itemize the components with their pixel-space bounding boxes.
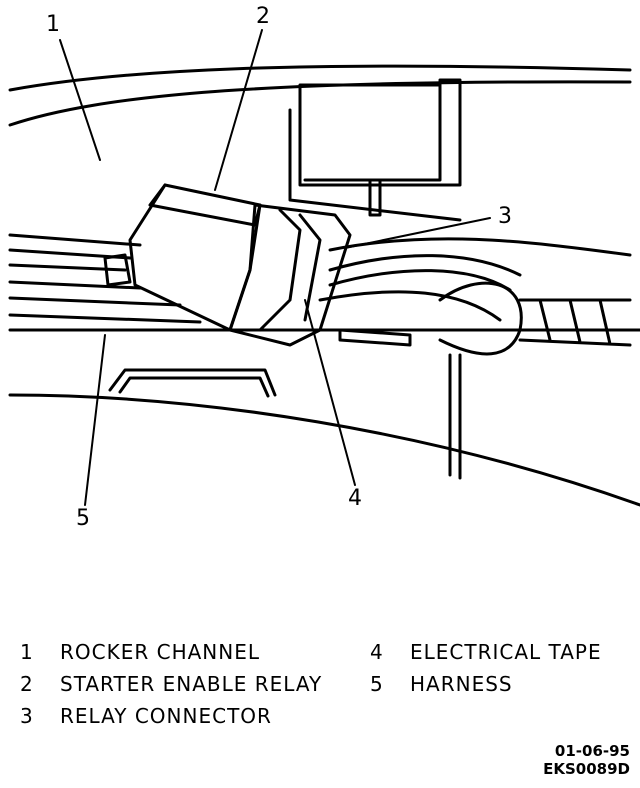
tape-band xyxy=(258,208,302,332)
relay-connector xyxy=(228,203,352,347)
relay-top xyxy=(148,183,262,227)
leader-line-2 xyxy=(214,29,263,191)
legend-number: 5 xyxy=(370,672,384,696)
leader-line-3 xyxy=(344,217,491,249)
figure-date: 01-06-95 xyxy=(554,742,630,760)
legend-number: 1 xyxy=(20,640,34,664)
legend-label: HARNESS xyxy=(410,672,513,696)
harness-line xyxy=(8,233,142,247)
harness-loop xyxy=(438,281,523,356)
rocker-channel-curve-outer xyxy=(8,64,632,92)
harness-line xyxy=(318,290,502,322)
relay-body xyxy=(128,183,262,332)
harness-line xyxy=(328,254,522,277)
connector-latch xyxy=(103,253,132,287)
rocker-channel-curve-inner xyxy=(8,80,632,127)
harness-line xyxy=(8,280,142,290)
legend-number: 3 xyxy=(20,704,34,728)
relay-location-illustration xyxy=(8,29,640,507)
callout-2: 2 xyxy=(256,4,270,29)
bracket-stud xyxy=(368,178,382,217)
leader-line-1 xyxy=(59,39,101,161)
handle xyxy=(108,368,277,398)
harness-line xyxy=(8,313,202,324)
floor-line-lower xyxy=(8,393,640,507)
callout-1: 1 xyxy=(46,12,60,37)
callout-3: 3 xyxy=(498,204,512,229)
tape-band xyxy=(298,213,322,322)
harness-wrap xyxy=(518,298,632,347)
legend-label: ELECTRICAL TAPE xyxy=(410,640,602,664)
leader-line-4 xyxy=(304,299,356,486)
legend-label: RELAY CONNECTOR xyxy=(60,704,272,728)
clip xyxy=(338,328,412,347)
callout-4: 4 xyxy=(348,486,362,511)
harness-line xyxy=(328,269,512,292)
legend-label: ROCKER CHANNEL xyxy=(60,640,260,664)
legend-number: 2 xyxy=(20,672,34,696)
callout-5: 5 xyxy=(76,506,90,531)
leader-line-5 xyxy=(84,334,106,506)
legend-number: 4 xyxy=(370,640,384,664)
harness-line xyxy=(8,296,182,307)
floor-post xyxy=(448,353,462,480)
legend: 1 ROCKER CHANNEL 2 STARTER ENABLE RELAY … xyxy=(20,640,620,736)
bracket xyxy=(288,78,462,222)
figure-code: EKS0089D xyxy=(543,760,630,778)
legend-label: STARTER ENABLE RELAY xyxy=(60,672,323,696)
